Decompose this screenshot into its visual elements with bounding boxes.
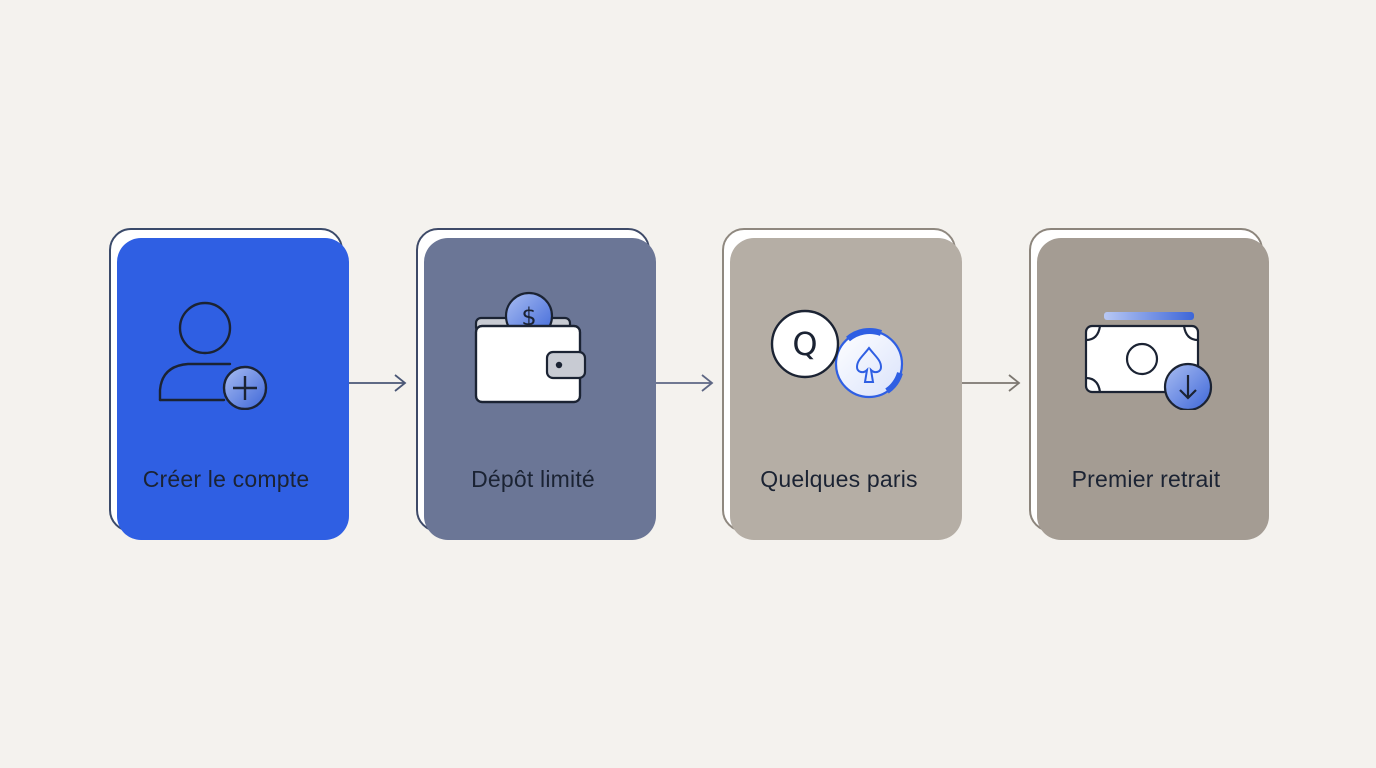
- step-card-limited-deposit: $ Dépôt limité: [416, 228, 656, 540]
- step-card-few-bets: Q Quelques paris: [722, 228, 962, 540]
- cash-withdraw-icon: [1084, 312, 1213, 410]
- arrow-right-icon: [347, 374, 407, 392]
- user-add-icon: [158, 301, 268, 410]
- step-card-first-withdrawal: Premier retrait: [1029, 228, 1269, 540]
- step-label: Premier retrait: [1071, 466, 1221, 492]
- svg-text:Q: Q: [792, 325, 817, 363]
- svg-text:$: $: [521, 303, 536, 331]
- card-chip-icon: Q: [770, 309, 904, 399]
- step-label: Dépôt limité: [471, 466, 595, 492]
- wallet-dollar-icon: $: [474, 291, 587, 404]
- step-label: Quelques paris: [760, 466, 918, 492]
- arrow-right-icon: [654, 374, 714, 392]
- arrow-right-icon: [961, 374, 1021, 392]
- step-label: Créer le compte: [142, 466, 310, 492]
- step-card-create-account: Créer le compte: [109, 228, 349, 540]
